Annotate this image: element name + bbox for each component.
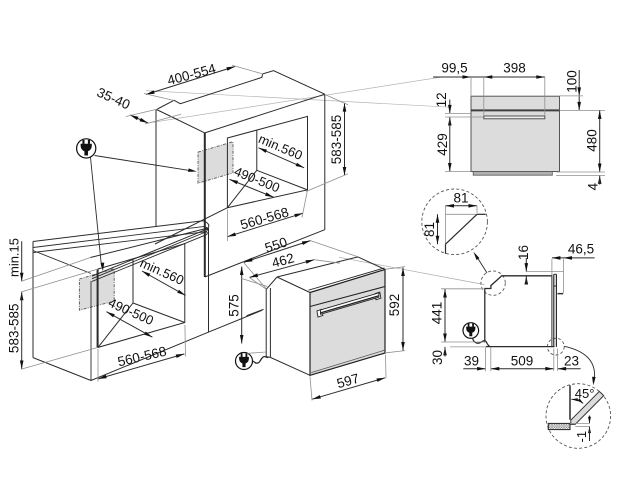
svg-text:400-554: 400-554: [166, 61, 218, 88]
svg-text:45°: 45°: [575, 386, 595, 401]
svg-text:490-500: 490-500: [106, 295, 156, 328]
svg-text:4: 4: [586, 182, 601, 190]
svg-text:509: 509: [511, 354, 534, 369]
svg-text:35-40: 35-40: [95, 85, 133, 113]
svg-text:429: 429: [435, 133, 450, 156]
svg-text:398: 398: [503, 61, 526, 76]
svg-text:560-568: 560-568: [116, 344, 168, 370]
svg-text:12: 12: [434, 92, 449, 107]
svg-text:23: 23: [564, 354, 579, 369]
svg-text:441: 441: [430, 302, 445, 325]
svg-text:592: 592: [387, 294, 402, 317]
svg-text:min.15: min.15: [7, 238, 22, 277]
svg-text:480: 480: [585, 129, 600, 152]
svg-text:462: 462: [270, 250, 296, 270]
svg-text:46,5: 46,5: [568, 242, 594, 257]
svg-text:575: 575: [226, 294, 241, 317]
svg-text:550: 550: [263, 234, 289, 255]
svg-text:81: 81: [422, 222, 437, 237]
svg-text:583-585: 583-585: [7, 304, 22, 354]
svg-text:597: 597: [335, 371, 361, 392]
svg-text:16: 16: [516, 245, 531, 260]
svg-text:583-585: 583-585: [329, 115, 344, 165]
svg-text:99,5: 99,5: [441, 61, 467, 76]
svg-text:39: 39: [464, 354, 479, 369]
svg-text:min.560: min.560: [256, 131, 304, 163]
svg-text:560-568: 560-568: [239, 204, 291, 232]
svg-text:81: 81: [453, 191, 468, 206]
svg-text:-1: -1: [574, 431, 589, 443]
svg-text:30: 30: [430, 350, 445, 365]
svg-text:min.560: min.560: [138, 255, 186, 288]
svg-text:100: 100: [565, 70, 580, 93]
